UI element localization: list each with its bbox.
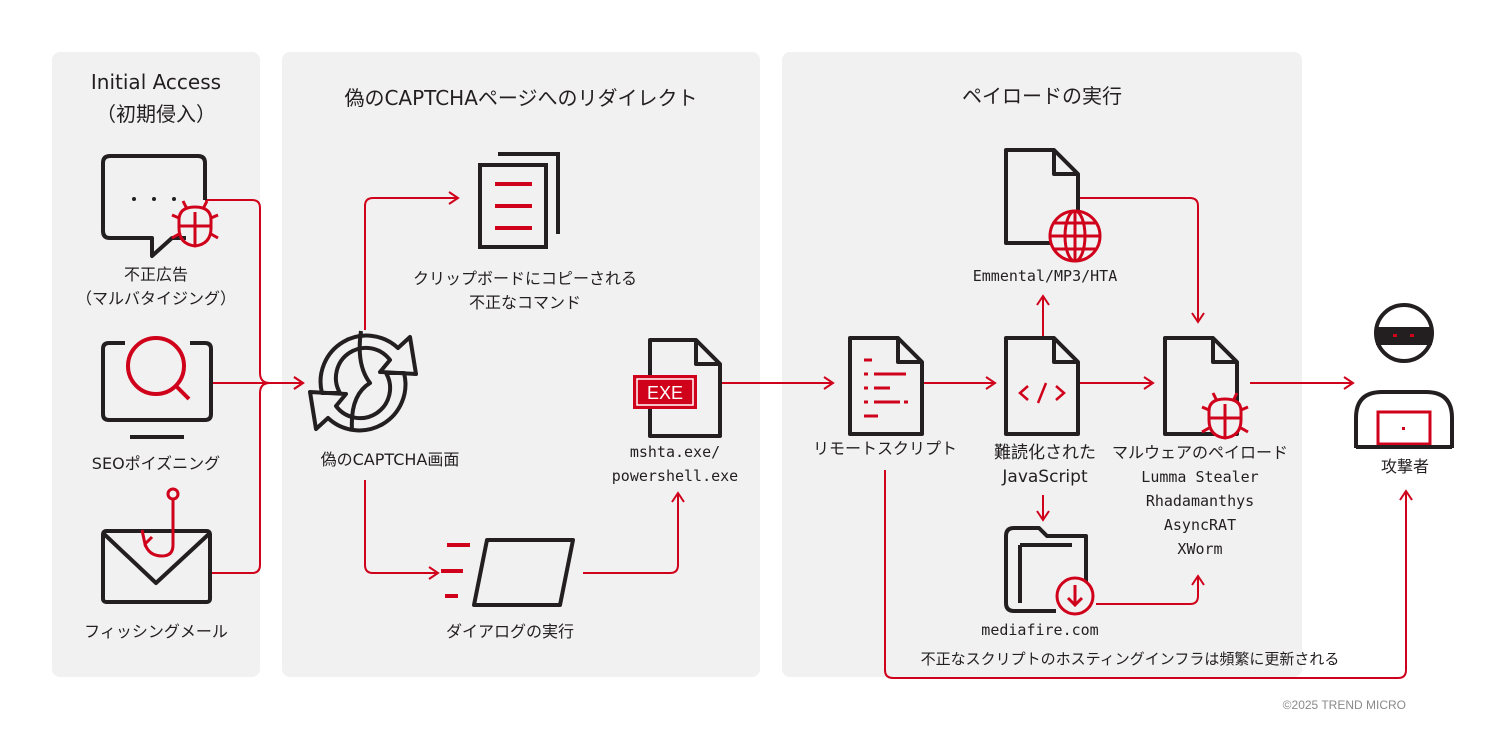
bug-icon [171,200,219,248]
payload-panel [782,52,1302,677]
clipboard-label: クリップボードにコピーされる 不正なコマンド [380,267,670,315]
malware-label-line1: マルウェアのペイロード [1111,443,1288,462]
malvertising-label-line2: （マルバタイジング） [75,289,236,308]
malware-family-1: Lumma Stealer [1141,468,1259,486]
arrow-emmental-to-malware [1078,197,1205,324]
clipboard-label-line1: クリップボードにコピーされる [412,269,637,288]
obfuscated-js-label: 難読化された JavaScript [975,441,1115,489]
obfuscated-js-label-line2: JavaScript [1002,467,1088,487]
magnifier-icon [126,336,191,401]
arrow-phishing-to-captcha [212,382,271,574]
malware-family-4: XWorm [1177,540,1223,558]
connectors [205,191,1413,679]
emmental-label: Emmental/MP3/HTA [972,267,1118,285]
initial-access-title-line1: Initial Access [90,70,222,94]
initial-access-title: Initial Access （初期侵入） [52,66,260,130]
malware-family-2: Rhadamanthys [1145,492,1255,510]
malvertising-label-line1: 不正広告 [123,265,188,284]
dialog-label: ダイアログの実行 [445,622,574,641]
exe-label-line1: mshta.exe/ [629,443,721,461]
globe-icon [1048,209,1102,263]
exe-label-line2: powershell.exe [611,467,739,485]
copyright-credit: ©2025 TREND MICRO [1282,698,1406,712]
monitor-search-icon [101,341,213,439]
arrow-captcha-to-clipboard [364,191,460,330]
exe-icon-text: EXE [647,383,683,403]
malware-file-icon [1163,336,1239,436]
code-file-icon [1004,336,1080,436]
fishing-hook-icon [140,487,180,558]
seo-label: SEOポイズニング [91,454,221,473]
envelope-icon [101,529,212,604]
arrow-captcha-to-dialog [364,480,440,580]
malware-family-3: AsyncRAT [1163,516,1237,534]
captcha-refresh-icon [308,330,418,433]
malware-label: マルウェアのペイロード Lumma Stealer Rhadamanthys A… [1100,441,1300,561]
initial-access-title-line2: （初期侵入） [96,102,216,126]
clipboard-document-icon [478,152,560,249]
payload-title: ペイロードの実行 [962,84,1122,108]
arrow-dialog-to-exe [583,491,685,574]
speech-bubble-icon [101,154,207,258]
attacker-icon [1354,303,1454,449]
arrow-infra-to-attacker [884,470,1413,679]
dialog-window-icon [441,538,575,607]
exe-file-icon: EXE [633,338,722,438]
attacker-label: 攻撃者 [1380,457,1429,476]
script-file-icon [848,336,924,436]
phishing-label: フィッシングメール [84,622,228,641]
malvertising-label: 不正広告 （マルバタイジング） [52,263,260,311]
mediafire-label: mediafire.com [981,621,1099,639]
arrow-mediafire-to-malware [1096,574,1205,605]
folder-icon [1004,526,1088,613]
download-icon [1055,576,1095,616]
clipboard-label-line2: 不正なコマンド [468,293,581,312]
redirect-title: 偽のCAPTCHAページへのリダイレクト [344,86,698,110]
captcha-label: 偽のCAPTCHA画面 [320,450,460,469]
malware-bug-icon [1201,392,1249,440]
obfuscated-js-label-line1: 難読化された [994,443,1096,463]
web-file-icon [1004,148,1080,245]
exe-label: mshta.exe/ powershell.exe [600,440,750,488]
infra-note: 不正なスクリプトのホスティングインフラは頻繁に更新される [920,650,1340,668]
remote-script-label: リモートスクリプト [812,439,957,458]
